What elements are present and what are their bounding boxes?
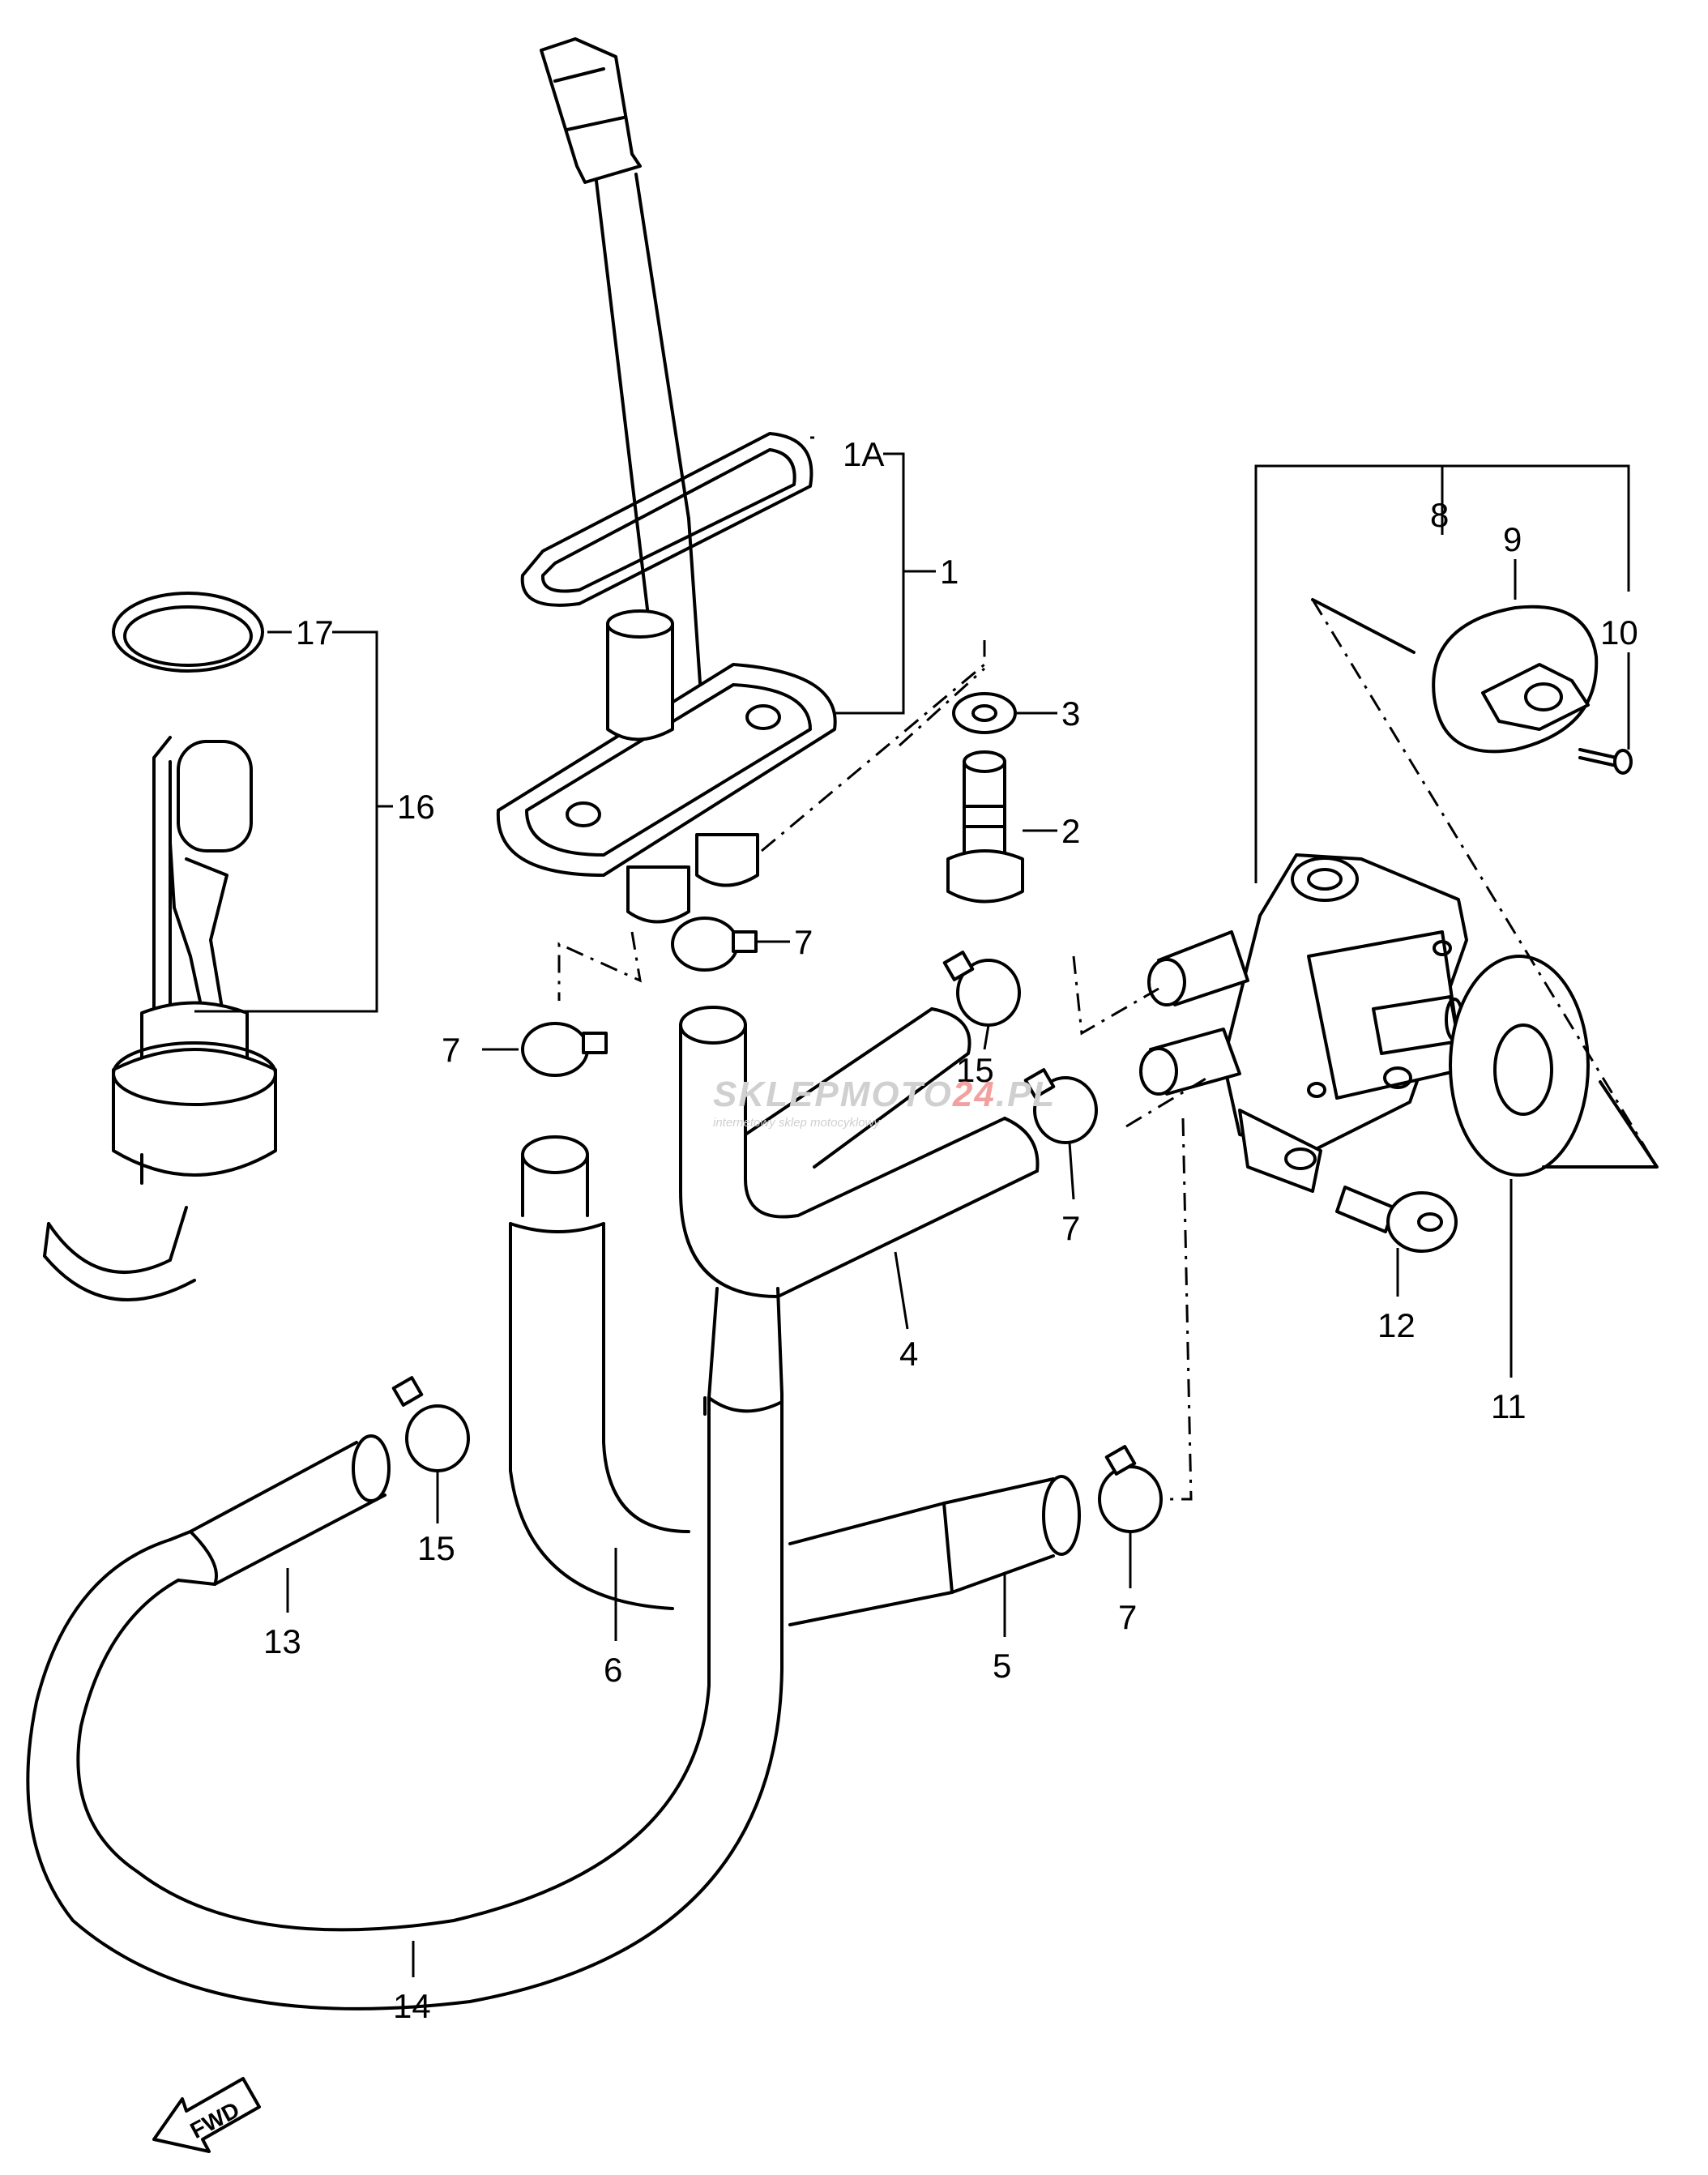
clamp-15-b [391, 1376, 470, 1472]
watermark-brand-suffix: .PL [996, 1075, 1056, 1114]
clamp-7-d [1098, 1445, 1163, 1533]
level-sensor-16 [43, 736, 277, 1301]
watermark-tagline: internetowy sklep motocyklowy [713, 1116, 881, 1130]
callout-15-b: 15 [417, 1529, 455, 1567]
svg-text:SKLEPMOTO24.PL: SKLEPMOTO24.PL [713, 1075, 1056, 1114]
callout-9: 9 [1503, 520, 1522, 558]
callout-17: 17 [296, 613, 334, 652]
callout-10: 10 [1600, 613, 1638, 652]
gasket-1a [520, 432, 813, 607]
callout-8: 8 [1430, 496, 1449, 534]
screw-10 [1578, 748, 1633, 775]
hose-6 [509, 1135, 784, 1610]
callout-13: 13 [263, 1622, 301, 1660]
callout-7-a: 7 [794, 923, 813, 961]
callout-7-d: 7 [1118, 1598, 1137, 1636]
callout-7-c: 7 [1061, 1209, 1080, 1247]
leader-lines [194, 436, 1630, 1977]
callouts: 1A 1 3 2 17 16 7 7 15 7 4 15 13 6 5 7 14… [263, 435, 1638, 2025]
callout-4: 4 [899, 1335, 918, 1373]
callout-3: 3 [1061, 694, 1080, 733]
callout-5: 5 [993, 1647, 1011, 1685]
callout-16: 16 [397, 788, 435, 826]
fuel-cock-assembly-8 [1139, 853, 1468, 1193]
fwd-arrow: FWD [152, 2077, 261, 2153]
clamp-15-a [942, 951, 1021, 1027]
hose-13 [169, 1434, 391, 1586]
hose-4 [679, 1006, 1040, 1298]
bolt-2 [946, 750, 1024, 904]
washer-11 [1449, 955, 1590, 1177]
callout-7-b: 7 [442, 1031, 460, 1069]
callout-1a: 1A [843, 435, 884, 473]
callout-15-a: 15 [956, 1051, 994, 1089]
clamp-7-b [521, 1022, 608, 1077]
fuel-cock-pickup [496, 37, 837, 924]
callout-14: 14 [393, 1987, 431, 2025]
hose-14 [26, 1392, 784, 2010]
knob-9 [1432, 605, 1599, 754]
callout-1: 1 [940, 553, 959, 591]
callout-6: 6 [604, 1651, 622, 1689]
watermark-brand-mark: 24 [952, 1075, 996, 1114]
clamp-7-c [1023, 1068, 1098, 1144]
bolt-12 [1335, 1186, 1458, 1253]
alignment-lines [557, 598, 1659, 1501]
callout-2: 2 [1061, 812, 1080, 850]
watermark-brand: SKLEPMOTO [713, 1075, 953, 1114]
hose-5 [788, 1475, 1081, 1626]
o-ring-17 [112, 592, 264, 673]
clamp-7-a [671, 917, 758, 972]
callout-12: 12 [1377, 1306, 1416, 1344]
watermark: SKLEPMOTO24.PL internetowy sklep motocyk… [713, 1075, 1056, 1130]
washer-3 [952, 692, 1017, 734]
callout-11: 11 [1491, 1387, 1527, 1425]
